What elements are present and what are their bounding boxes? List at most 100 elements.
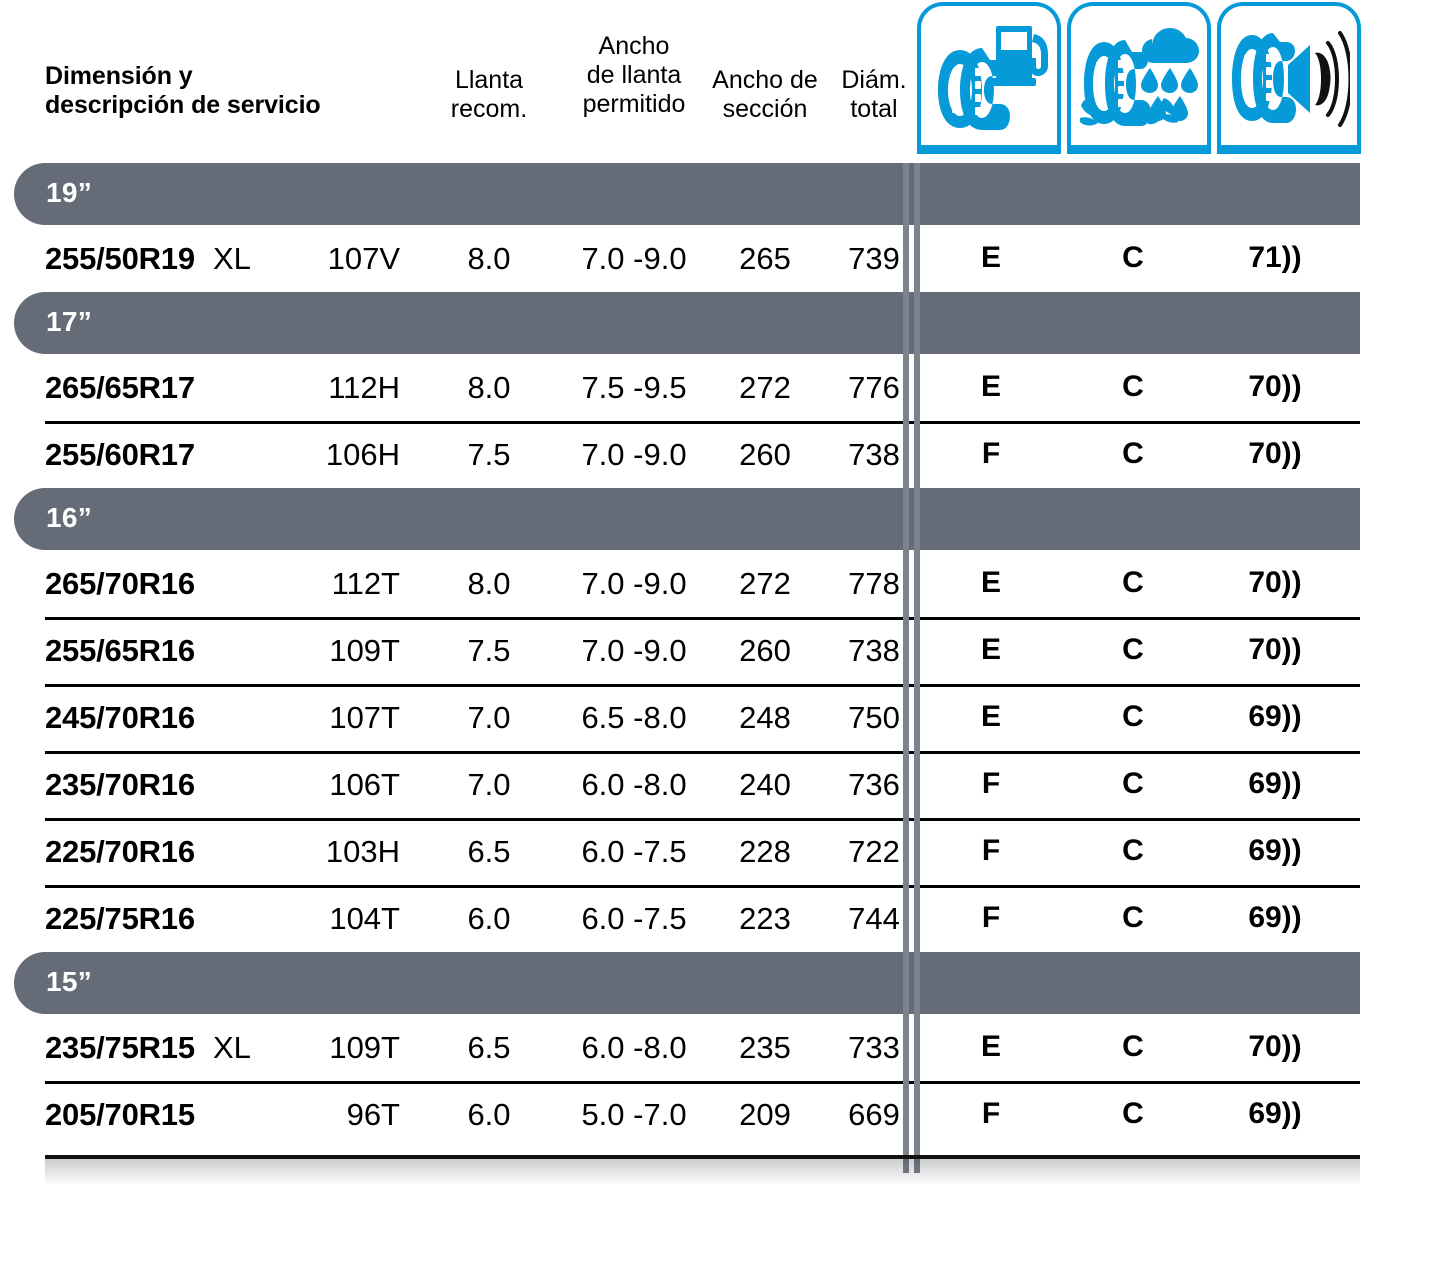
cell-rim-recommended: 7.0 xyxy=(467,700,511,735)
cell-section-width: 272 xyxy=(739,370,791,405)
section-divider xyxy=(903,163,920,1173)
cell-fuel-rating: E xyxy=(980,700,1001,733)
cell-overall-diameter: 739 xyxy=(848,241,900,276)
cell-section-width: 265 xyxy=(739,241,791,276)
fuel-efficiency-icon xyxy=(917,2,1061,154)
table-row[interactable]: 225/75R16 104T 6.0 6.0 -7.5 223 744 F C 69)) xyxy=(0,885,1449,952)
cell-wet-grip-rating: C xyxy=(1122,1097,1144,1130)
cell-fuel-rating: F xyxy=(981,437,1001,470)
cell-size: 225/75R16 xyxy=(45,901,195,936)
cell-noise-rating: 69)) xyxy=(1248,767,1302,800)
cell-section-width: 223 xyxy=(739,901,791,936)
cell-fuel-rating: F xyxy=(981,834,1001,867)
header-overall-diameter: Diám. total xyxy=(828,66,920,124)
cell-wet-grip-rating: C xyxy=(1122,834,1144,867)
cell-fuel-rating: E xyxy=(980,633,1001,666)
cell-load-index: 103H xyxy=(325,834,400,869)
cell-rim-recommended: 8.0 xyxy=(467,566,511,601)
cell-size: 265/65R17 xyxy=(45,370,195,405)
cell-wet-grip-rating: C xyxy=(1122,901,1144,934)
cell-load-index: 112T xyxy=(331,566,400,601)
cell-size: 225/70R16 xyxy=(45,834,195,869)
cell-wet-grip-rating: C xyxy=(1122,700,1144,733)
cell-load-index: 109T xyxy=(329,1030,400,1065)
cell-rim-permitted: 5.0 -7.0 xyxy=(581,1097,687,1132)
cell-overall-diameter: 733 xyxy=(848,1030,900,1065)
cell-section-width: 260 xyxy=(739,633,791,668)
cell-load-index: 107V xyxy=(327,241,400,276)
cell-rim-permitted: 7.0 -9.0 xyxy=(581,633,687,668)
header-rim-recommended: Llanta recom. xyxy=(430,66,548,124)
cell-section-width: 240 xyxy=(739,767,791,802)
cell-size: 255/65R16 xyxy=(45,633,195,668)
group-header: 16” xyxy=(0,488,1449,550)
noise-glyph xyxy=(1232,30,1350,127)
cell-overall-diameter: 669 xyxy=(848,1097,900,1132)
cell-rim-permitted: 7.0 -9.0 xyxy=(581,437,687,472)
cell-noise-rating: 69)) xyxy=(1248,901,1302,934)
cell-overall-diameter: 744 xyxy=(848,901,900,936)
header-permitted-line2: de llanta xyxy=(586,61,682,89)
divider-line-left xyxy=(903,163,909,1173)
header-rim-line1: Llanta xyxy=(454,66,524,94)
cell-size: 235/75R15 xyxy=(45,1030,195,1065)
cell-xl-marking: XL xyxy=(213,1030,251,1065)
group-header: 15” xyxy=(0,952,1449,1014)
cell-rim-recommended: 6.0 xyxy=(467,901,511,936)
fuel-efficiency-glyph xyxy=(938,25,1048,130)
cell-section-width: 272 xyxy=(739,566,791,601)
cell-xl-marking: XL xyxy=(213,241,251,276)
header-rim-permitted: Ancho de llanta permitido xyxy=(560,32,708,119)
cell-fuel-rating: E xyxy=(980,566,1001,599)
cell-load-index: 96T xyxy=(346,1097,400,1132)
cell-rim-recommended: 6.5 xyxy=(467,1030,511,1065)
cell-wet-grip-rating: C xyxy=(1122,566,1144,599)
cell-wet-grip-rating: C xyxy=(1122,767,1144,800)
cell-wet-grip-rating: C xyxy=(1122,1030,1144,1063)
cell-overall-diameter: 750 xyxy=(848,700,900,735)
cell-fuel-rating: F xyxy=(981,1097,1001,1130)
cell-rim-recommended: 6.5 xyxy=(467,834,511,869)
cell-rim-recommended: 8.0 xyxy=(467,370,511,405)
cell-noise-rating: 71)) xyxy=(1248,241,1302,274)
cell-fuel-rating: E xyxy=(980,370,1001,403)
wet-grip-glyph xyxy=(1080,27,1199,126)
cell-fuel-rating: F xyxy=(981,901,1001,934)
cell-load-index: 104T xyxy=(329,901,400,936)
header-section-line2: sección xyxy=(722,95,808,123)
header-rim-line2: recom. xyxy=(450,95,528,123)
cell-size: 245/70R16 xyxy=(45,700,195,735)
cell-section-width: 228 xyxy=(739,834,791,869)
cell-load-index: 112H xyxy=(328,370,400,405)
cell-rim-recommended: 7.5 xyxy=(467,437,511,472)
group-label: 15” xyxy=(46,966,93,997)
cell-section-width: 209 xyxy=(739,1097,791,1132)
cell-rim-permitted: 6.0 -7.5 xyxy=(581,901,687,936)
cell-overall-diameter: 738 xyxy=(848,437,900,472)
group-header: 17” xyxy=(0,292,1449,354)
group-bar xyxy=(14,163,1360,225)
group-label: 16” xyxy=(46,502,93,533)
table-bottom-border xyxy=(45,1155,1360,1159)
cell-noise-rating: 69)) xyxy=(1248,1097,1302,1130)
group-label: 17” xyxy=(46,306,93,337)
cell-rim-permitted: 7.0 -9.0 xyxy=(581,566,687,601)
cell-wet-grip-rating: C xyxy=(1122,241,1144,274)
cell-wet-grip-rating: C xyxy=(1122,370,1144,403)
cell-overall-diameter: 776 xyxy=(848,370,900,405)
cell-load-index: 109T xyxy=(329,633,400,668)
cell-section-width: 235 xyxy=(739,1030,791,1065)
cell-rim-recommended: 7.5 xyxy=(467,633,511,668)
header-diameter-line1: Diám. xyxy=(841,66,907,94)
cell-size: 255/60R17 xyxy=(45,437,195,472)
